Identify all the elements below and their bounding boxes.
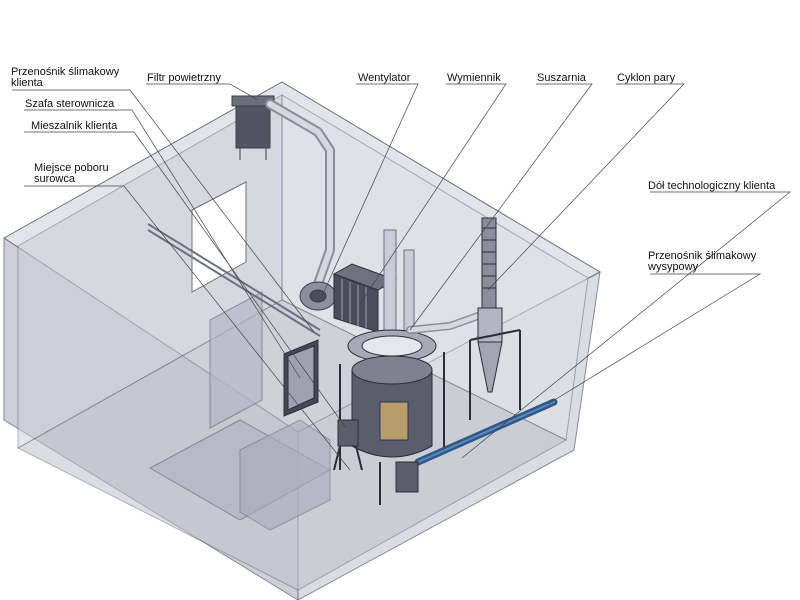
- leader-filtr: [146, 83, 259, 101]
- label-szafa: Szafa sterownicza: [25, 98, 115, 110]
- leader-przenosnik-klienta: [12, 89, 315, 333]
- leader-szafa: [24, 109, 301, 379]
- process-ducts-highlight: [407, 313, 481, 333]
- label-suszarnia: Suszarnia: [537, 72, 586, 84]
- discharge-box: [395, 461, 419, 493]
- air-duct-highlight: [267, 101, 333, 287]
- label-dol: Dół technologiczny klienta: [648, 180, 776, 192]
- interior-blocks: [148, 291, 332, 531]
- label-przenosnik-wyspowy: Przenośnik ślimakowy wysypowy: [648, 251, 756, 273]
- support-frame: [339, 329, 521, 505]
- label-miejsce: Miejsce poboru surowca: [34, 163, 109, 185]
- leader-cyklon: [487, 83, 685, 291]
- leader-wymiennik: [359, 83, 507, 305]
- cyclone-cone: [477, 341, 503, 393]
- label-filtr: Filtr powietrzny: [147, 72, 221, 84]
- leader-suszarnia: [409, 83, 593, 331]
- label-przenosnik-klienta: Przenośnik ślimakowy klienta: [11, 67, 119, 89]
- client-screw-conveyor: [147, 223, 321, 337]
- air-filter: [231, 95, 275, 160]
- leader-miejsce: [24, 185, 351, 471]
- leader-przenosnik-wyspowy: [547, 273, 762, 405]
- platform-block-low: [239, 419, 331, 531]
- label-wentylator: Wentylator: [358, 72, 411, 84]
- discharge-screw-conveyor: [395, 398, 558, 493]
- client-mixer: [333, 419, 363, 471]
- stack-1: [383, 229, 397, 341]
- label-mieszalnik: Mieszalnik klienta: [31, 120, 118, 132]
- stack-2: [403, 249, 415, 335]
- control-cabinet: [283, 339, 319, 417]
- label-miejsce-line1: Miejsce poboru: [34, 162, 109, 174]
- leader-wentylator: [321, 83, 419, 297]
- heat-exchanger: [332, 263, 398, 333]
- label-przenosnik-klienta-line2: klienta: [11, 77, 43, 89]
- filter-body: [235, 103, 271, 149]
- leader-mieszalnik: [24, 131, 347, 429]
- label-wymiennik: Wymiennik: [447, 72, 501, 84]
- label-cyklon: Cyklon pary: [617, 72, 676, 84]
- fan: [299, 281, 337, 311]
- platform-block-left: [209, 291, 263, 429]
- leader-dol: [461, 191, 791, 459]
- cyclone-coil: [481, 217, 497, 309]
- label-miejsce-line2: surowca: [34, 173, 75, 185]
- label-przenosnik-wyspowy-line1: Przenośnik ślimakowy: [648, 250, 757, 262]
- label-przenosnik-klienta-line1: Przenośnik ślimakowy: [11, 66, 120, 78]
- label-przenosnik-wyspowy-line2: wysypowy: [648, 261, 699, 273]
- leader-lines: [12, 83, 791, 471]
- dryer: [347, 329, 437, 458]
- building-shell: [3, 81, 602, 600]
